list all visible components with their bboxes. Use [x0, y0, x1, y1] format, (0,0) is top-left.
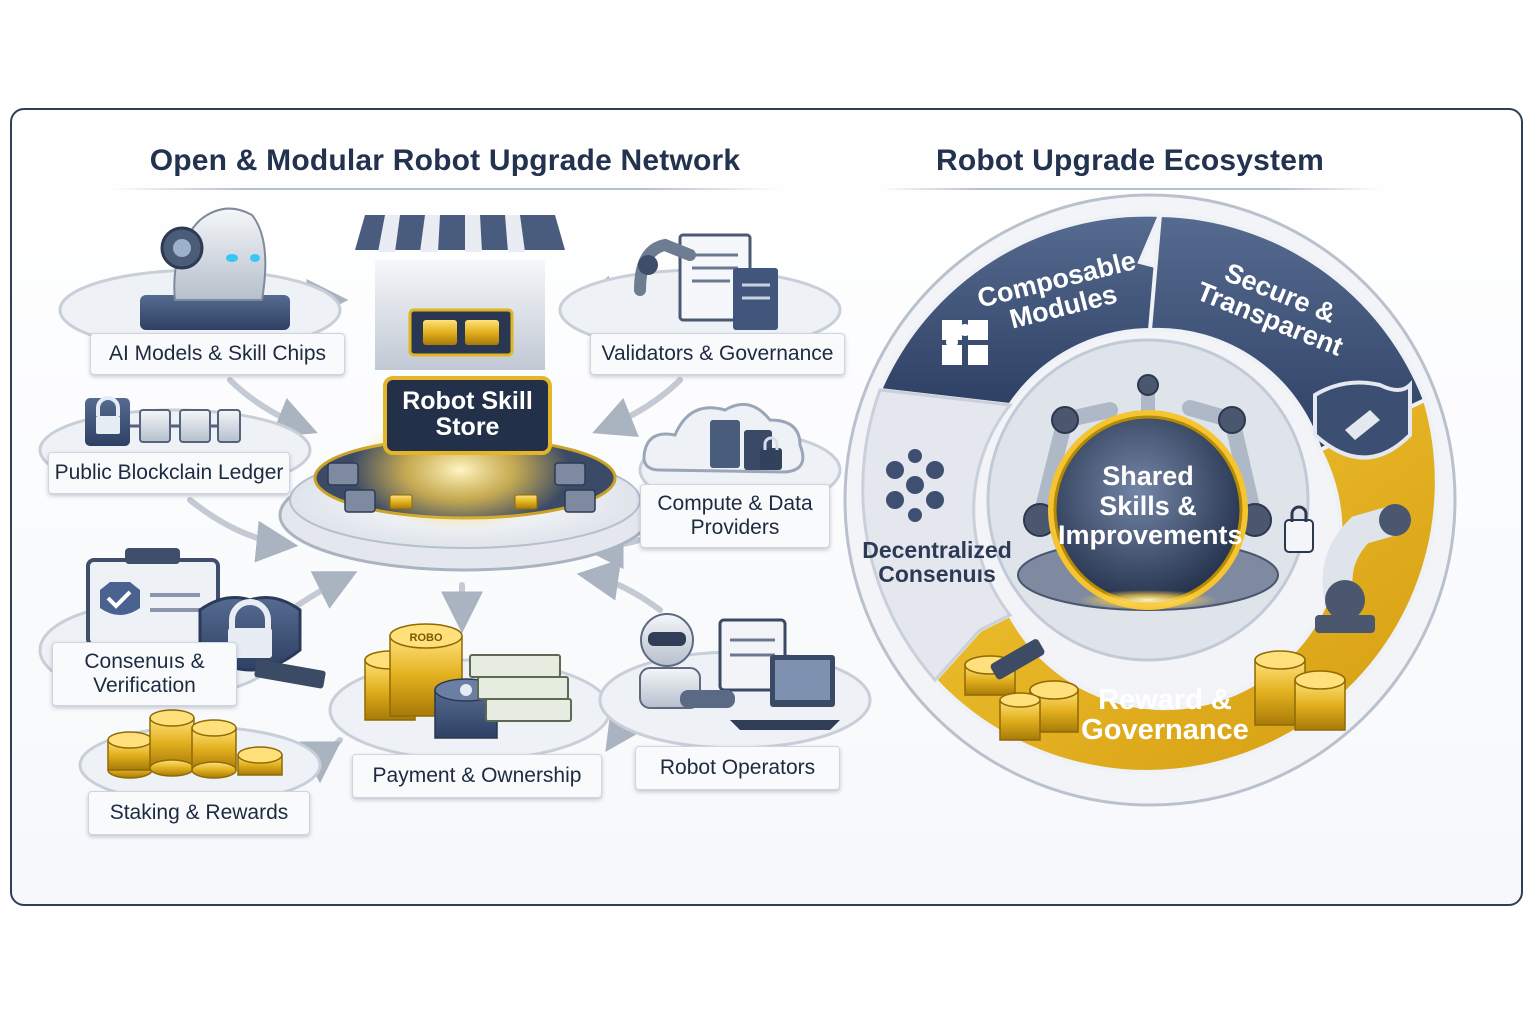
puzzle-icon	[942, 320, 988, 365]
store-sign-text: Robot Skill Store	[402, 387, 533, 442]
robot-skill-store	[278, 215, 652, 572]
blockchain-chain-icon	[85, 396, 241, 446]
operator-robot-laptop-icon	[639, 613, 840, 730]
validators-documents-icon	[634, 233, 778, 330]
gavel-icon	[990, 639, 1045, 680]
node-consensus-label: Consenuıs & Verification	[52, 642, 237, 706]
node-staking-label: Staking & Rewards	[88, 791, 310, 835]
node-operators-label: Robot Operators	[635, 746, 840, 790]
node-ledger-label: Public Blockclain Ledger	[48, 452, 290, 494]
node-ai-models-label: AI Models & Skill Chips	[90, 333, 345, 375]
gold-coin-stacks-icon	[107, 709, 283, 779]
robot-head-icon	[140, 207, 290, 330]
network-nodes-icon	[886, 449, 944, 522]
ecosystem-cycle	[843, 193, 1457, 807]
right-title-underline	[880, 188, 1380, 190]
left-title-underline	[110, 188, 780, 190]
segment-decentralized-label: Decentralized Consenuıs	[862, 537, 1012, 588]
segment-reward-label: Reward & Governance	[1081, 684, 1249, 747]
hub-label: Shared Skills & Improvements	[1058, 461, 1243, 551]
reward-coins-icon	[964, 650, 1346, 741]
left-panel-title: Open & Modular Robot Upgrade Network	[149, 144, 741, 177]
node-payment-label: Payment & Ownership	[352, 754, 602, 798]
cloud-lock-icon	[642, 402, 805, 474]
shield-icon	[1313, 380, 1412, 460]
node-compute-label: Compute & Data Providers	[640, 484, 830, 548]
node-validators-label: Validators & Governance	[590, 333, 845, 375]
right-panel-title: Robot Upgrade Ecosystem	[935, 144, 1324, 177]
industrial-arm-icon	[1315, 504, 1411, 633]
payment-coins-cash-icon: ROBO	[364, 623, 572, 739]
coin-label: ROBO	[410, 632, 443, 644]
